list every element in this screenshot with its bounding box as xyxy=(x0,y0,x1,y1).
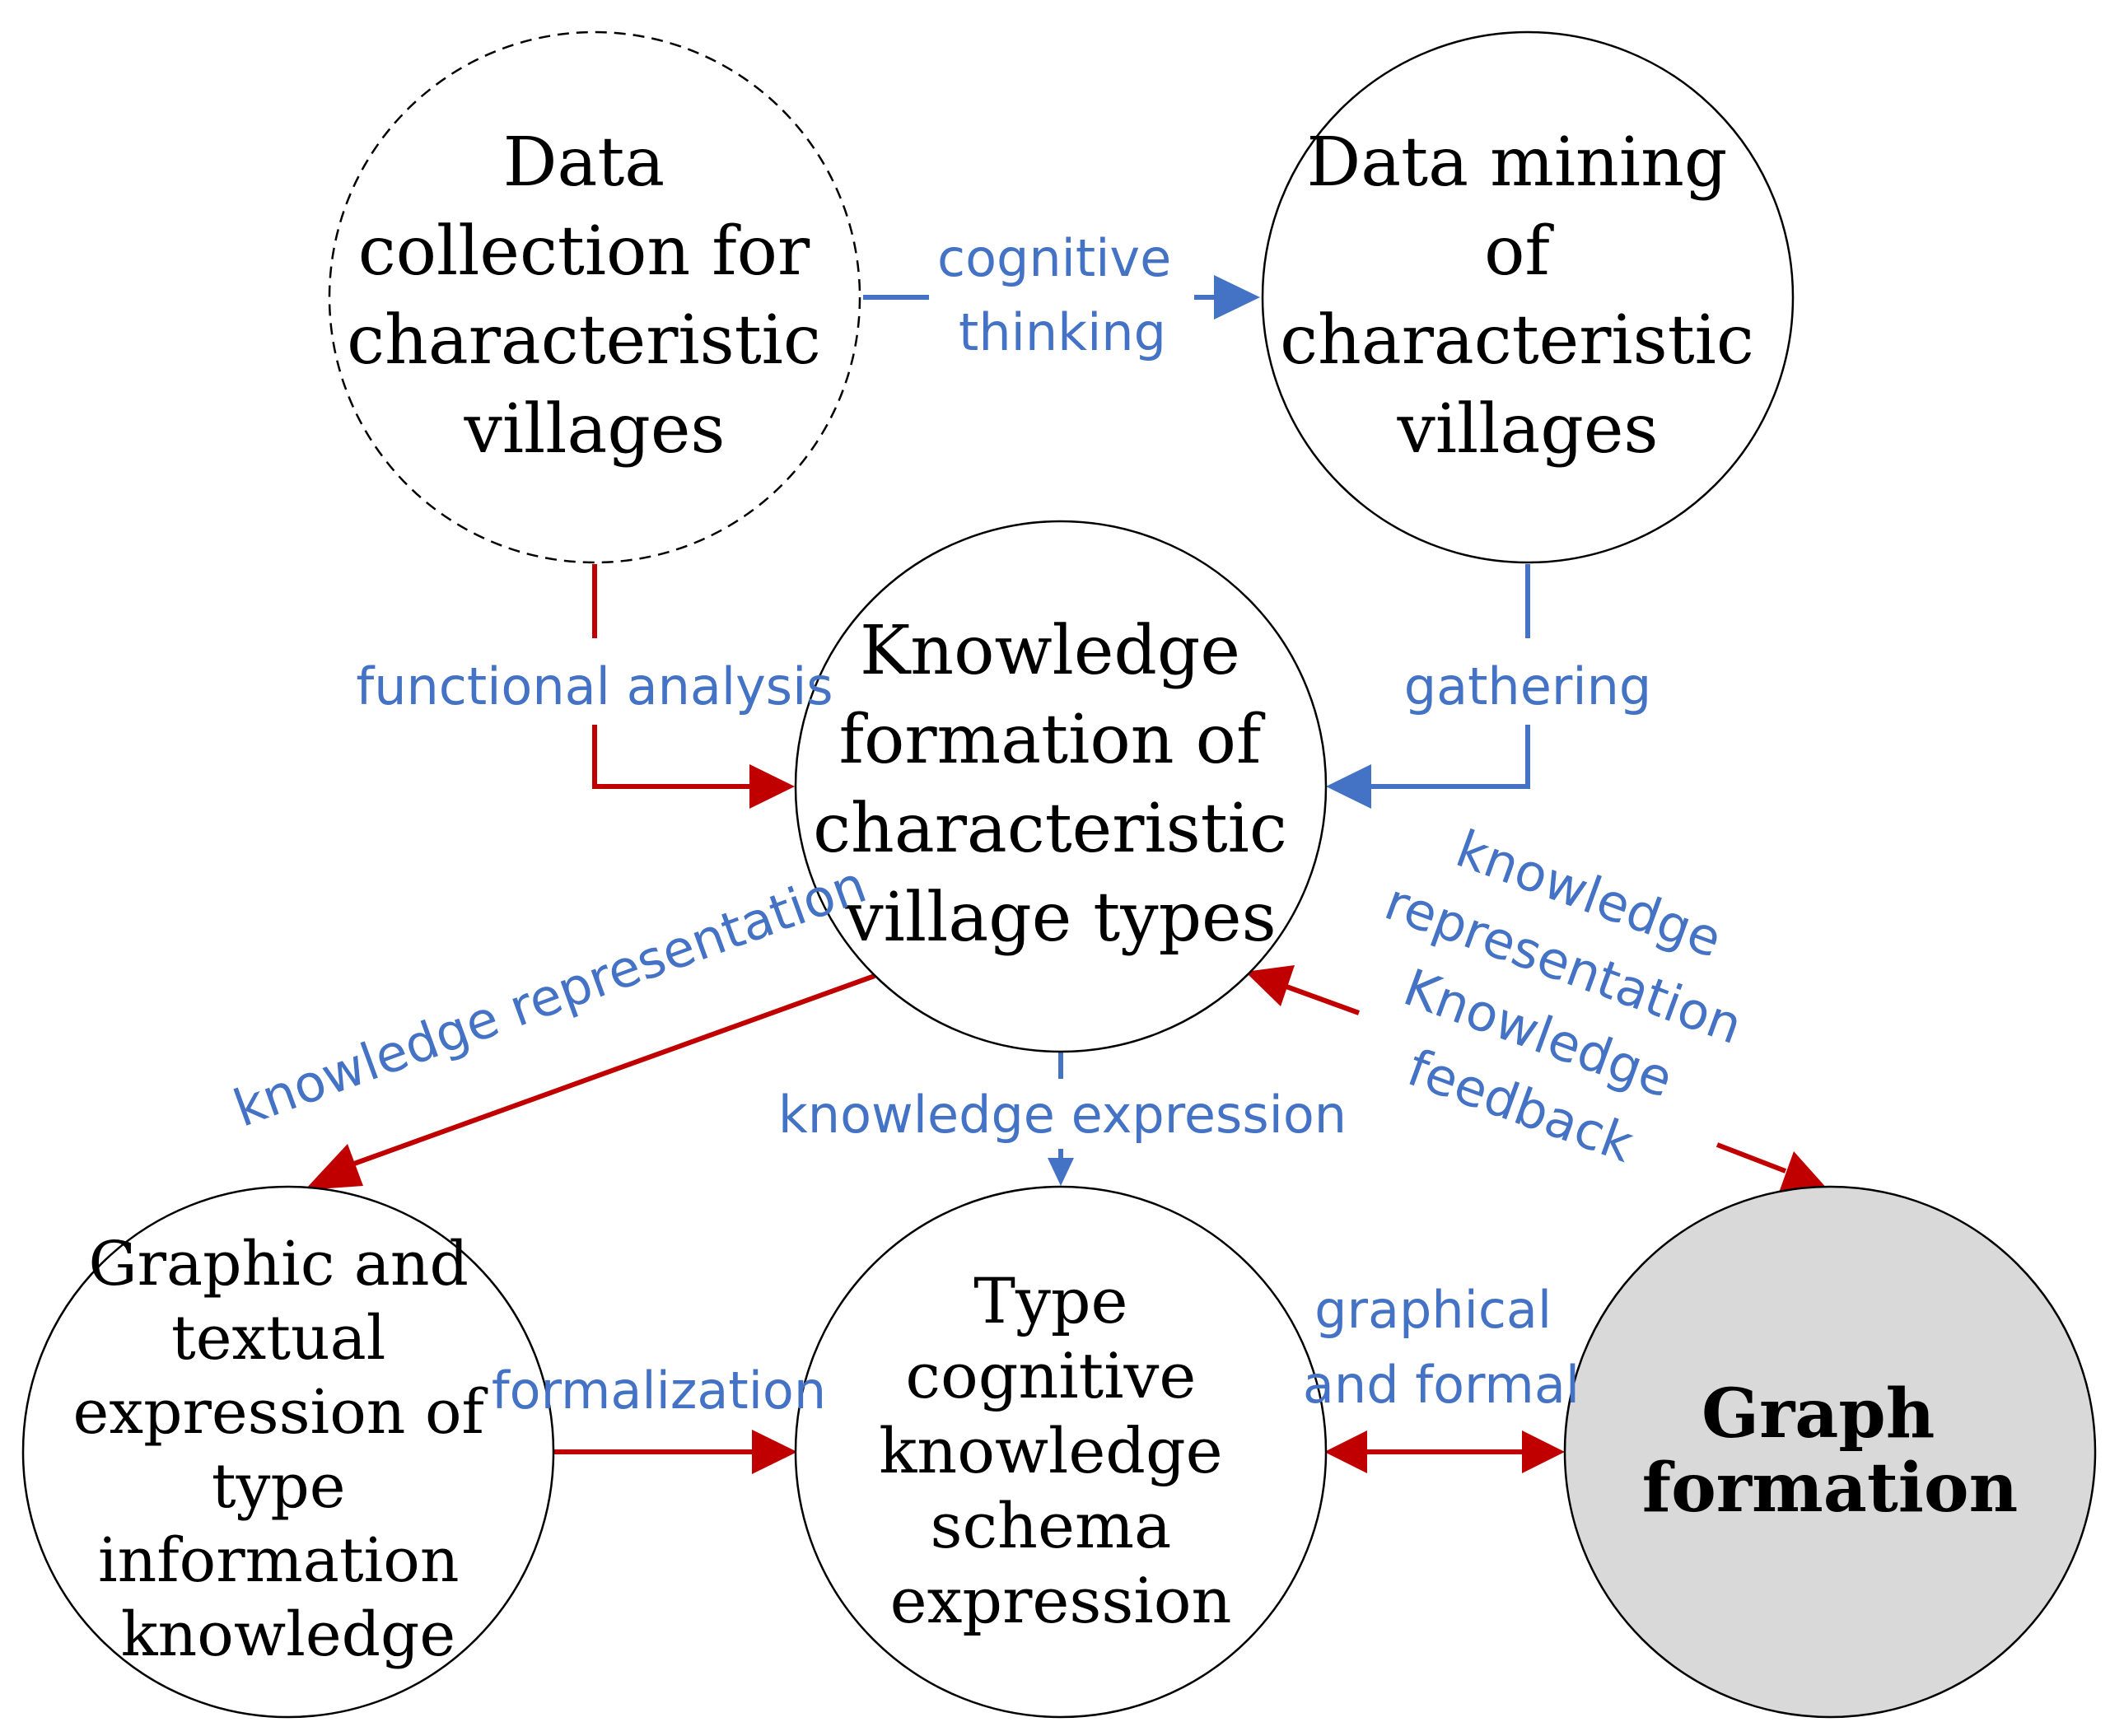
edge-line xyxy=(352,973,876,1166)
connectors xyxy=(305,275,1828,1474)
node-type-schema xyxy=(794,1185,1328,1719)
nodes xyxy=(21,30,2097,1719)
arrowhead-icon xyxy=(305,1144,363,1190)
edge-graphical-formal xyxy=(1324,1430,1565,1473)
node-label-data-mining: Data mining of characteristic villages xyxy=(1280,124,1776,469)
edge-label-functional-analysis: functional analysis xyxy=(356,656,833,716)
node-graphic-textual xyxy=(21,1185,555,1719)
arrowhead-icon xyxy=(1522,1430,1565,1473)
node-labels: Data collection for characteristic villa… xyxy=(73,124,2019,1670)
edge-line xyxy=(1285,984,1361,1015)
node-data-mining xyxy=(1261,30,1795,564)
arrowhead-icon xyxy=(752,1430,797,1474)
arrowhead-icon xyxy=(1245,965,1295,1006)
edge-cognitive-thinking xyxy=(863,275,1260,320)
edge-knowledge-expression xyxy=(1048,1050,1074,1186)
arrowhead-icon xyxy=(1048,1158,1074,1186)
edge-gathering xyxy=(1326,564,1530,809)
node-knowledge-formation xyxy=(794,520,1328,1053)
node-label-data-collection: Data collection for characteristic villa… xyxy=(347,124,843,469)
edge-line xyxy=(1716,1142,1787,1174)
arrowhead-icon xyxy=(1214,275,1260,320)
edge-line xyxy=(592,725,749,789)
edge-line xyxy=(1371,725,1530,789)
edge-label-graphical-formal: graphical and formal xyxy=(1303,1280,1580,1415)
arrowhead-icon xyxy=(1324,1430,1367,1473)
edge-label-cognitive-thinking: cognitive thinking xyxy=(937,228,1188,362)
node-graph-formation xyxy=(1563,1185,2097,1719)
edge-label-formalization: formalization xyxy=(492,1360,826,1421)
edge-representation-feedback xyxy=(1245,965,1828,1192)
node-label-type-schema: Type cognitive knowledge schema expressi… xyxy=(879,1264,1243,1637)
node-label-graphic-textual: Graphic and textual expression of type i… xyxy=(73,1229,504,1670)
edge-label-gathering: gathering xyxy=(1404,656,1651,716)
edge-label-representation-feedback: knowledge representation Knowledge feedb… xyxy=(1327,801,1790,1201)
node-label-graph-formation: Graph formation xyxy=(1642,1374,2018,1528)
arrowhead-icon xyxy=(1779,1151,1828,1192)
edge-functional-analysis xyxy=(592,564,795,809)
edge-formalization xyxy=(553,1430,797,1474)
edge-knowledge-representation xyxy=(305,973,876,1190)
edge-label-knowledge-representation: knowledge representation xyxy=(226,854,874,1139)
arrowhead-icon xyxy=(1326,764,1371,809)
arrowhead-icon xyxy=(749,764,795,809)
node-data-collection xyxy=(328,30,861,564)
edge-label-knowledge-expression: knowledge expression xyxy=(778,1085,1347,1145)
node-label-knowledge-formation: Knowledge formation of characteristic vi… xyxy=(813,612,1309,957)
